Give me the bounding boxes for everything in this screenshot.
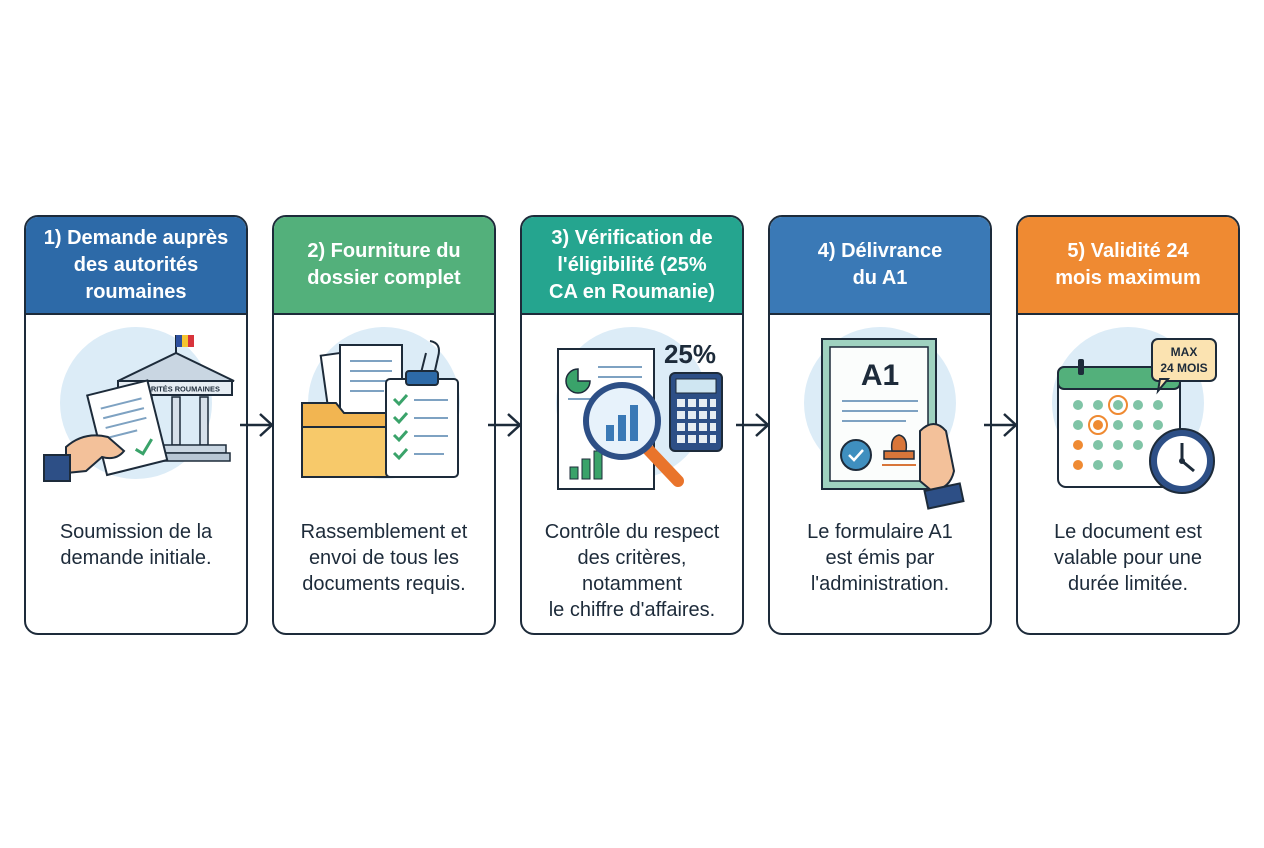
step-card-4: 4) Délivrance du A1 A1 Le formulaire A1 … xyxy=(768,215,992,635)
step-1-header: 1) Demande auprès des autorités roumaine… xyxy=(26,217,246,315)
folder-documents-icon xyxy=(274,321,494,511)
step-2-header: 2) Fourniture du dossier complet xyxy=(274,217,494,315)
duration-text: 24 MOIS xyxy=(1160,361,1207,375)
step-5-header: 5) Validité 24 mois maximum xyxy=(1018,217,1238,315)
step-5-description: Le document est valable pour une durée l… xyxy=(1054,521,1202,595)
step-card-3: 3) Vérification de l'éligibilité (25% CA… xyxy=(520,215,744,635)
step-card-2: 2) Fourniture du dossier complet xyxy=(272,215,496,635)
step-card-5: 5) Validité 24 mois maximum MAX xyxy=(1016,215,1240,635)
step-4-title: 4) Délivrance du A1 xyxy=(817,240,943,289)
calendar-clock-icon: MAX 24 MOIS xyxy=(1018,321,1238,511)
step-3-description: Contrôle du respect des critères, notamm… xyxy=(544,521,720,621)
a1-text: A1 xyxy=(861,359,899,392)
step-1-description: Soumission de la demande initiale. xyxy=(59,521,213,569)
arrow-right-icon xyxy=(238,408,276,442)
step-3-header: 3) Vérification de l'éligibilité (25% CA… xyxy=(522,217,742,315)
magnifier-chart-icon: 25% xyxy=(522,321,742,511)
step-4-header: 4) Délivrance du A1 xyxy=(770,217,990,315)
step-3-title: 3) Vérification de l'éligibilité (25% CA… xyxy=(549,226,715,303)
step-2-description: Rassemblement et envoi de tous les docum… xyxy=(300,521,468,595)
arrow-right-icon xyxy=(486,408,524,442)
government-building-icon: AUTORITÉS ROUMAINES xyxy=(26,321,246,511)
step-card-1: 1) Demande auprès des autorités roumaine… xyxy=(24,215,248,635)
arrow-right-icon xyxy=(734,408,772,442)
building-sign-text: AUTORITÉS ROUMAINES xyxy=(130,385,220,394)
step-2-title: 2) Fourniture du dossier complet xyxy=(307,240,461,289)
certificate-a1-icon: A1 xyxy=(770,321,990,511)
percent-text: 25% xyxy=(664,339,716,369)
step-1-title: 1) Demande auprès des autorités roumaine… xyxy=(43,226,229,303)
step-5-title: 5) Validité 24 mois maximum xyxy=(1055,240,1201,289)
step-4-description: Le formulaire A1 est émis par l'administ… xyxy=(807,521,953,595)
arrow-right-icon xyxy=(982,408,1020,442)
max-text: MAX xyxy=(1171,345,1198,359)
